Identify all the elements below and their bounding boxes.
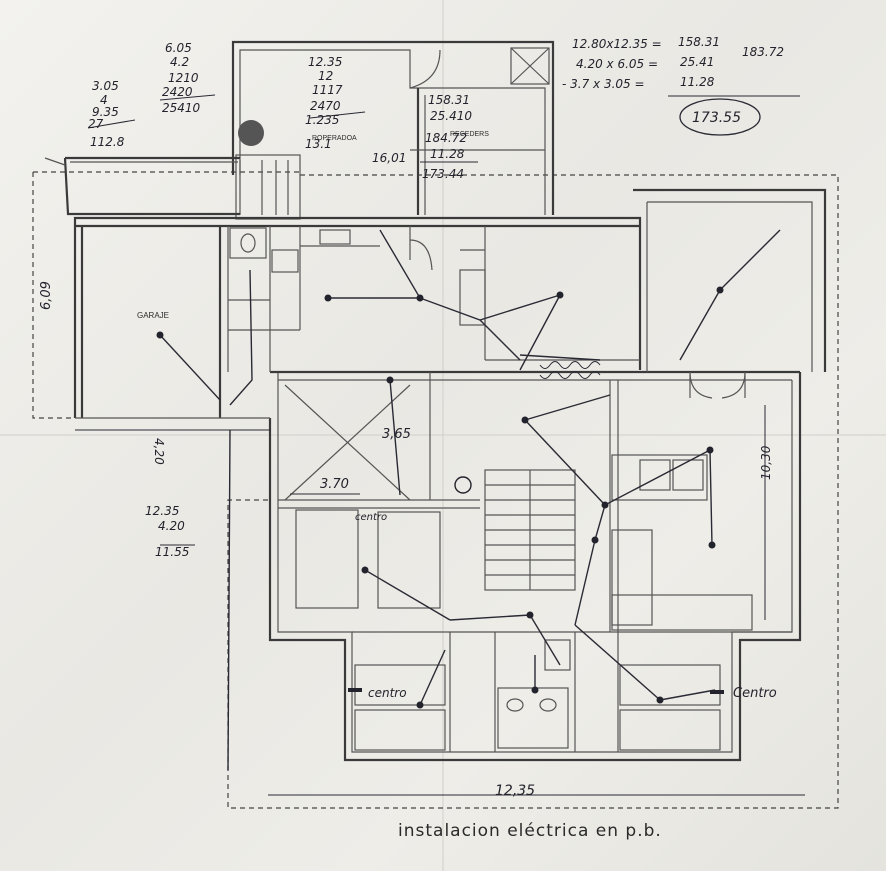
- calc-left-line: 3.05: [92, 79, 119, 93]
- total-circle: [679, 98, 761, 136]
- dim-370: 3.70: [320, 477, 349, 492]
- calc-mid-line: 6.05: [165, 41, 192, 55]
- calc-mid-line: 2420: [162, 85, 193, 99]
- calc-right-line: - 3.7 x 3.05 =: [562, 77, 645, 91]
- dim-365: 3,65: [382, 427, 411, 442]
- calc-mid-line: 4.2: [170, 55, 189, 69]
- calc-center-line: 1117: [312, 83, 343, 97]
- calc-box-line: 158.31: [428, 93, 470, 107]
- calc-right-line: 12.80x12.35 =: [572, 37, 662, 51]
- calc-right-line: 4.20 x 6.05 =: [576, 57, 658, 71]
- staircase: [484, 469, 576, 591]
- calc-center-line: 1.235: [305, 113, 339, 127]
- calc-box-line: 173.44: [422, 167, 464, 181]
- dim-609: 6,09: [39, 281, 54, 310]
- centro-left: centro: [368, 686, 407, 700]
- chimney: [235, 120, 301, 220]
- calc-mid-line: 25410: [162, 101, 201, 115]
- calc-center-line: 12: [318, 69, 333, 83]
- light-point-icon: [656, 696, 664, 704]
- plan-caption: instalacion eléctrica en p.b.: [398, 821, 662, 841]
- calc-side: 12.35 4.20 11.55: [145, 504, 189, 559]
- dim-1035: 10,30: [759, 445, 773, 480]
- calc-center: 12.35 12 1117 2470 1.235 13.1: [305, 55, 343, 151]
- light-point-icon: [591, 536, 599, 544]
- calc-left-line: 9.35: [92, 105, 119, 119]
- plot-boundary: [32, 171, 839, 809]
- light-point-icon: [521, 416, 529, 424]
- light-point-icon: [708, 541, 716, 549]
- calc-box: 158.31 25.410 184.72 11.28 173.44: [422, 93, 472, 181]
- double-height-void: [284, 384, 411, 501]
- switch-marker-icon: [348, 688, 362, 692]
- calc-left-line: 27: [88, 117, 104, 131]
- calc-box-line: 25.410: [430, 109, 472, 123]
- bathroom-fixtures: [497, 639, 571, 749]
- garage-awning: [44, 156, 240, 216]
- room-label-rec: RECEDERS: [450, 131, 489, 138]
- dimension-lines: [75, 94, 805, 796]
- calc-box-line: 184.72: [425, 131, 467, 145]
- room-label-rop: ROPERADOA: [312, 135, 357, 142]
- light-point-icon: [706, 446, 714, 454]
- calc-box-line: 11.28: [430, 147, 465, 161]
- chimney-flue-icon: [238, 120, 264, 146]
- light-point-icon: [716, 286, 724, 294]
- calc-side-line: 11.55: [155, 545, 189, 559]
- calc-right-brace: 183.72: [742, 45, 784, 59]
- light-point-icon: [416, 294, 424, 302]
- calc-right: 12.80x12.35 = 158.31 4.20 x 6.05 = 25.41…: [562, 35, 784, 126]
- calc-center-line: 2470: [310, 99, 341, 113]
- light-point-icon: [386, 376, 394, 384]
- calc-center-line: 12.35: [308, 55, 342, 69]
- light-point-icon: [556, 291, 564, 299]
- light-point-icon: [324, 294, 332, 302]
- light-point-icon: [526, 611, 534, 619]
- light-point-icon: [156, 331, 164, 339]
- calc-side-line: 12.35: [145, 504, 179, 518]
- centro-mid: centro: [355, 512, 387, 523]
- calc-right-total: 173.55: [692, 110, 741, 126]
- note-1601: 16,01: [372, 151, 406, 165]
- calc-left-line: 4: [100, 93, 108, 107]
- calc-mid-line: 1210: [168, 71, 199, 85]
- calc-side-line: 4.20: [158, 519, 185, 533]
- light-point-icon: [361, 566, 369, 574]
- light-point-icon: [416, 701, 424, 709]
- switch-marker-icon: [710, 690, 724, 694]
- dim-420: 4,20: [152, 438, 166, 465]
- calc-left-line: 112.8: [90, 135, 125, 149]
- calc-right-line: 158.31: [678, 35, 720, 49]
- main-walls: [73, 188, 827, 762]
- electrical-wiring: [159, 229, 781, 771]
- right-wing-doors: [689, 371, 746, 399]
- room-label-garaje: GARAJE: [137, 311, 169, 320]
- calc-center-line: 13.1: [305, 137, 332, 151]
- light-points: [156, 286, 724, 709]
- dim-1235-bottom: 12,35: [495, 783, 535, 799]
- light-point-icon: [531, 686, 539, 694]
- light-point-icon: [601, 501, 609, 509]
- centro-right: Centro: [733, 686, 777, 701]
- calc-right-line: 11.28: [680, 75, 715, 89]
- calc-mid: 6.05 4.2 1210 2420 25410: [162, 41, 201, 115]
- sofa-furniture: [295, 454, 753, 631]
- interior-walls: [227, 226, 792, 752]
- calc-right-line: 25.41: [680, 55, 714, 69]
- upper-annex-walls: [231, 40, 555, 215]
- switchboard-icon: [454, 476, 472, 494]
- calc-left: 3.05 4 9.35 27 112.8: [88, 79, 125, 149]
- beds: [354, 664, 721, 751]
